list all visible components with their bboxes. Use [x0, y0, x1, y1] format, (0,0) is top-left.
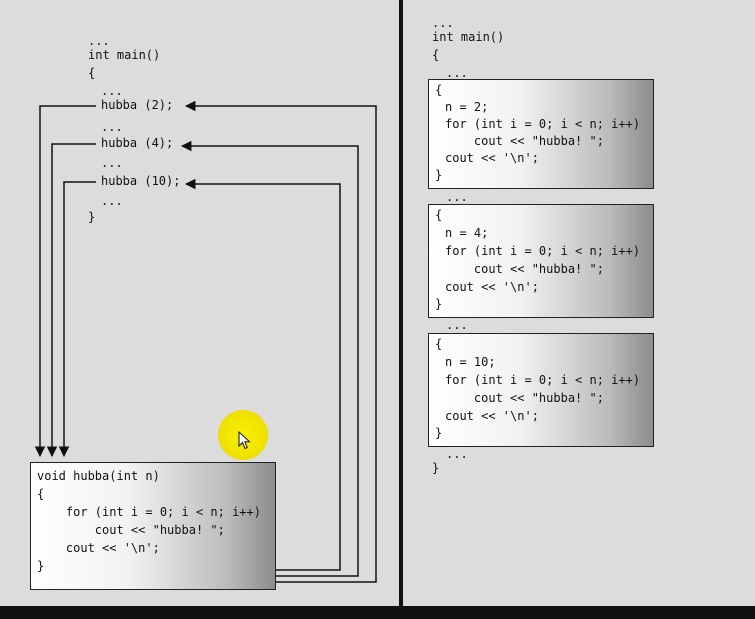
return-line-2: [184, 100, 377, 583]
inline-block-n4: { n = 4; for (int i = 0; i < n; i++) cou…: [428, 204, 654, 318]
function-cout-hubba: cout << "hubba! ";: [37, 523, 225, 537]
call-line-10: [58, 181, 96, 458]
mouse-pointer-icon: [238, 431, 251, 450]
inline-block-n2: { n = 2; for (int i = 0; i < n; i++) cou…: [428, 79, 654, 189]
block-close-brace: }: [435, 426, 443, 440]
right-separator-1: ...: [446, 66, 468, 80]
block-cout-newline: cout << '\n';: [445, 280, 539, 294]
block-cout-hubba: cout << "hubba! ";: [445, 134, 604, 148]
inline-block-n10: { n = 10; for (int i = 0; i < n; i++) co…: [428, 333, 654, 447]
call-hubba-2: hubba (2);: [101, 98, 174, 112]
call-hubba-10: hubba (10);: [101, 174, 181, 188]
right-main-open-brace: {: [432, 48, 440, 62]
return-line-10: [184, 178, 341, 571]
left-main-ellipsis-3: ...: [101, 156, 123, 170]
call-hubba-4: hubba (4);: [101, 136, 174, 150]
right-separator-2: ...: [446, 190, 468, 204]
block-open-brace: {: [435, 83, 443, 97]
left-main-signature: int main(): [88, 48, 161, 62]
block-assign-n: n = 2;: [445, 100, 489, 114]
call-line-2: [34, 105, 96, 458]
left-main-ellipsis-4: ...: [101, 194, 123, 208]
function-definition-box: void hubba(int n) { for (int i = 0; i < …: [30, 462, 276, 590]
block-cout-newline: cout << '\n';: [445, 409, 539, 423]
block-for-loop: for (int i = 0; i < n; i++): [445, 117, 641, 131]
block-close-brace: }: [435, 168, 443, 182]
function-signature: void hubba(int n): [37, 469, 160, 483]
block-close-brace: }: [435, 297, 443, 311]
cursor-highlight: [218, 410, 268, 460]
function-close-brace: }: [37, 559, 45, 573]
right-main-ellipsis-top: ...: [432, 16, 454, 30]
block-for-loop: for (int i = 0; i < n; i++): [445, 373, 641, 387]
block-open-brace: {: [435, 337, 443, 351]
block-assign-n: n = 4;: [445, 226, 489, 240]
bottom-bar: [0, 606, 755, 619]
block-cout-hubba: cout << "hubba! ";: [445, 391, 604, 405]
left-main-close-brace: }: [88, 210, 96, 224]
function-cout-newline: cout << '\n';: [37, 541, 160, 555]
block-cout-hubba: cout << "hubba! ";: [445, 262, 604, 276]
function-for-loop: for (int i = 0; i < n; i++): [37, 505, 261, 519]
block-open-brace: {: [435, 208, 443, 222]
left-main-ellipsis-top: ...: [88, 34, 110, 48]
left-main-ellipsis-1: ...: [101, 84, 123, 98]
block-assign-n: n = 10;: [445, 355, 496, 369]
panel-divider: [399, 0, 403, 606]
right-separator-4: ...: [446, 447, 468, 461]
call-line-4: [46, 143, 96, 458]
block-cout-newline: cout << '\n';: [445, 151, 539, 165]
call-flow-arrows: [34, 100, 377, 583]
function-open-brace: {: [37, 487, 45, 501]
return-line-4: [180, 140, 359, 577]
right-main-close-brace: }: [432, 461, 440, 475]
right-separator-3: ...: [446, 318, 468, 332]
right-main-signature: int main(): [432, 30, 505, 44]
left-main-ellipsis-2: ...: [101, 120, 123, 134]
left-main-open-brace: {: [88, 66, 96, 80]
block-for-loop: for (int i = 0; i < n; i++): [445, 244, 641, 258]
